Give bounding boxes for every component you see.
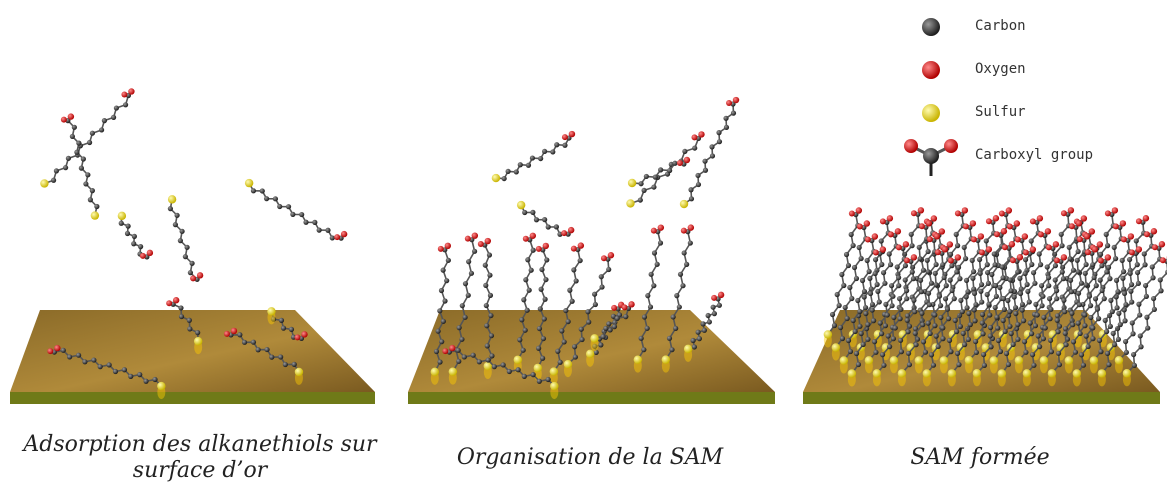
caption-adsorption-line1: Adsorption des alkanethiols sur bbox=[10, 432, 390, 458]
gold-surface-1 bbox=[10, 310, 375, 404]
alkanethiol-molecule bbox=[492, 131, 575, 182]
legend bbox=[904, 18, 958, 176]
caption-adsorption: Adsorption des alkanethiols sur surface … bbox=[10, 432, 390, 484]
alkanethiol-molecule bbox=[168, 195, 203, 282]
legend-label-carboxyl-group: Carboxyl group bbox=[975, 147, 1093, 163]
alkanethiol-molecule bbox=[680, 97, 739, 208]
carbon-atom-icon bbox=[922, 18, 940, 36]
alkanethiol-molecule bbox=[118, 212, 153, 260]
caption-sam-formee: SAM formée bbox=[805, 445, 1155, 471]
sulfur-atom-icon bbox=[922, 104, 940, 122]
caption-adsorption-line2: surface d’or bbox=[10, 458, 390, 484]
alkanethiol-molecule bbox=[628, 157, 690, 187]
carboxyl-group-icon bbox=[904, 139, 958, 176]
alkanethiol-molecule bbox=[245, 179, 347, 241]
alkanethiol-molecule bbox=[626, 131, 704, 207]
oxygen-atom-icon bbox=[922, 61, 940, 79]
legend-label-sulfur: Sulfur bbox=[975, 104, 1026, 120]
alkanethiol-molecule bbox=[517, 201, 574, 237]
legend-label-carbon: Carbon bbox=[975, 18, 1026, 34]
caption-organisation: Organisation de la SAM bbox=[420, 445, 760, 471]
legend-label-oxygen: Oxygen bbox=[975, 61, 1026, 77]
